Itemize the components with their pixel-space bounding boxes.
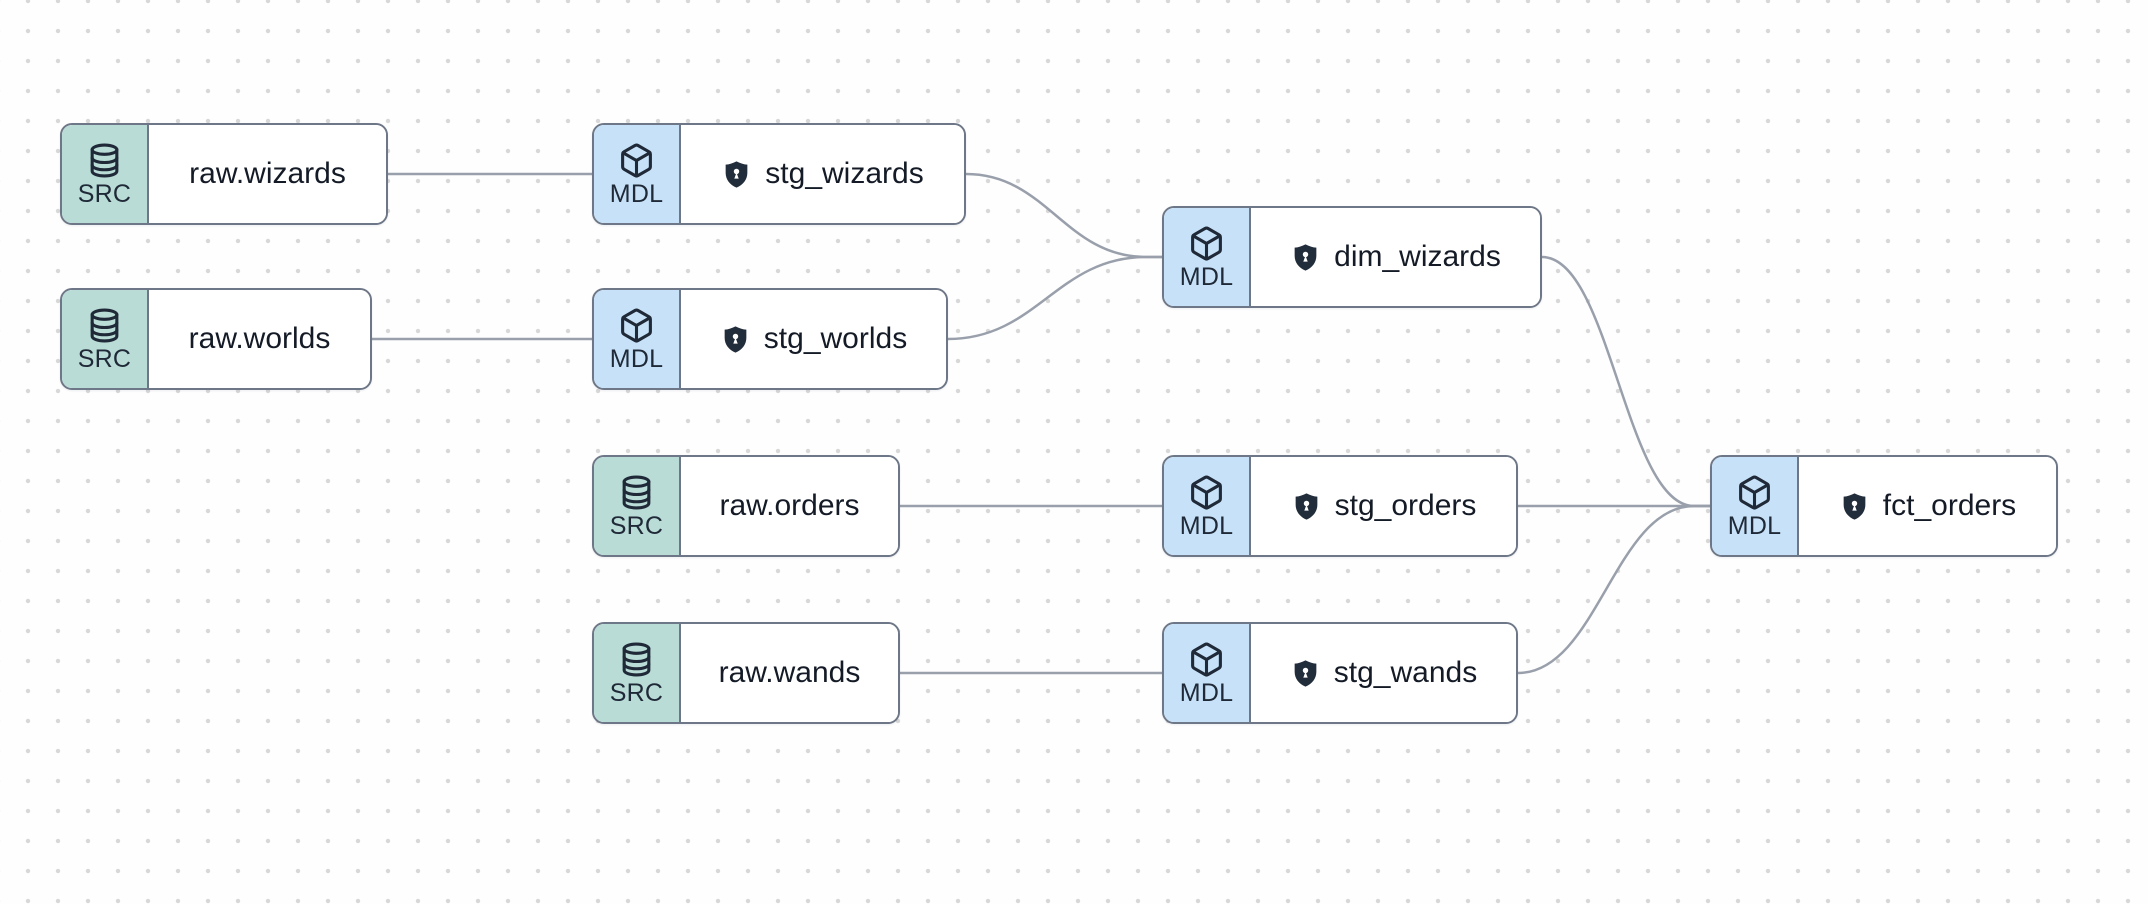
node-label: stg_orders bbox=[1334, 489, 1477, 522]
cube-icon bbox=[621, 308, 652, 343]
node-type-badge: MDL bbox=[594, 125, 681, 223]
node-label: raw.wands bbox=[718, 656, 861, 689]
shield-lock-icon bbox=[1290, 658, 1321, 689]
shield-lock-icon bbox=[720, 324, 751, 355]
cube-icon bbox=[621, 143, 652, 178]
node-type-label: SRC bbox=[77, 344, 132, 373]
node-type-label: MDL bbox=[609, 179, 664, 208]
edge-stg_worlds-to-dim_wizards bbox=[946, 255, 1164, 341]
cube-icon bbox=[1191, 475, 1222, 510]
node-body: raw.wands bbox=[681, 624, 898, 722]
edge-stg_wizards-to-dim_wizards bbox=[964, 172, 1164, 259]
lineage-node-stg_orders[interactable]: MDL stg_orders bbox=[1162, 455, 1518, 557]
node-type-badge: MDL bbox=[594, 290, 681, 388]
lineage-node-raw.wands[interactable]: SRC raw.wands bbox=[592, 622, 900, 724]
node-type-badge: SRC bbox=[62, 125, 149, 223]
shield-lock-icon bbox=[721, 159, 752, 190]
lineage-node-stg_worlds[interactable]: MDL stg_worlds bbox=[592, 288, 948, 390]
node-body: raw.orders bbox=[681, 457, 898, 555]
lineage-node-dim_wizards[interactable]: MDL dim_wizards bbox=[1162, 206, 1542, 308]
shield-lock-icon bbox=[1290, 242, 1321, 273]
lineage-node-stg_wizards[interactable]: MDL stg_wizards bbox=[592, 123, 966, 225]
node-type-badge: MDL bbox=[1164, 624, 1251, 722]
lineage-node-raw.worlds[interactable]: SRC raw.worlds bbox=[60, 288, 372, 390]
database-icon bbox=[622, 475, 651, 509]
node-body: stg_orders bbox=[1251, 457, 1516, 555]
node-type-label: MDL bbox=[1179, 511, 1234, 540]
node-type-label: MDL bbox=[609, 344, 664, 373]
edge-dim_wizards-to-fct_orders bbox=[1540, 255, 1712, 508]
cube-icon bbox=[1191, 642, 1222, 677]
node-body: fct_orders bbox=[1799, 457, 2056, 555]
database-icon bbox=[622, 642, 651, 676]
cube-icon bbox=[1191, 226, 1222, 261]
node-type-label: SRC bbox=[77, 179, 132, 208]
node-type-label: MDL bbox=[1179, 678, 1234, 707]
node-type-badge: SRC bbox=[62, 290, 149, 388]
node-type-badge: MDL bbox=[1712, 457, 1799, 555]
node-type-badge: SRC bbox=[594, 624, 681, 722]
node-type-label: MDL bbox=[1179, 262, 1234, 291]
node-type-badge: MDL bbox=[1164, 208, 1251, 306]
node-body: stg_wizards bbox=[681, 125, 964, 223]
node-label: fct_orders bbox=[1882, 489, 2017, 522]
node-label: raw.orders bbox=[719, 489, 860, 522]
database-icon bbox=[90, 143, 119, 177]
node-body: stg_worlds bbox=[681, 290, 946, 388]
shield-lock-icon bbox=[1839, 491, 1870, 522]
cube-icon bbox=[1739, 475, 1770, 510]
node-label: raw.wizards bbox=[189, 157, 346, 190]
lineage-node-fct_orders[interactable]: MDL fct_orders bbox=[1710, 455, 2058, 557]
node-body: raw.worlds bbox=[149, 290, 370, 388]
lineage-node-raw.wizards[interactable]: SRC raw.wizards bbox=[60, 123, 388, 225]
database-icon bbox=[90, 308, 119, 342]
shield-lock-icon bbox=[1291, 491, 1322, 522]
node-type-badge: MDL bbox=[1164, 457, 1251, 555]
lineage-node-raw.orders[interactable]: SRC raw.orders bbox=[592, 455, 900, 557]
node-type-badge: SRC bbox=[594, 457, 681, 555]
node-type-label: SRC bbox=[609, 511, 664, 540]
node-type-label: SRC bbox=[609, 678, 664, 707]
node-label: stg_worlds bbox=[763, 322, 908, 355]
node-label: raw.worlds bbox=[188, 322, 331, 355]
node-body: dim_wizards bbox=[1251, 208, 1540, 306]
node-label: stg_wizards bbox=[765, 157, 924, 190]
lineage-node-stg_wands[interactable]: MDL stg_wands bbox=[1162, 622, 1518, 724]
edge-stg_wands-to-fct_orders bbox=[1516, 504, 1712, 675]
node-type-label: MDL bbox=[1727, 511, 1782, 540]
node-body: stg_wands bbox=[1251, 624, 1516, 722]
node-label: stg_wands bbox=[1333, 656, 1478, 689]
node-label: dim_wizards bbox=[1334, 240, 1501, 273]
node-body: raw.wizards bbox=[149, 125, 386, 223]
